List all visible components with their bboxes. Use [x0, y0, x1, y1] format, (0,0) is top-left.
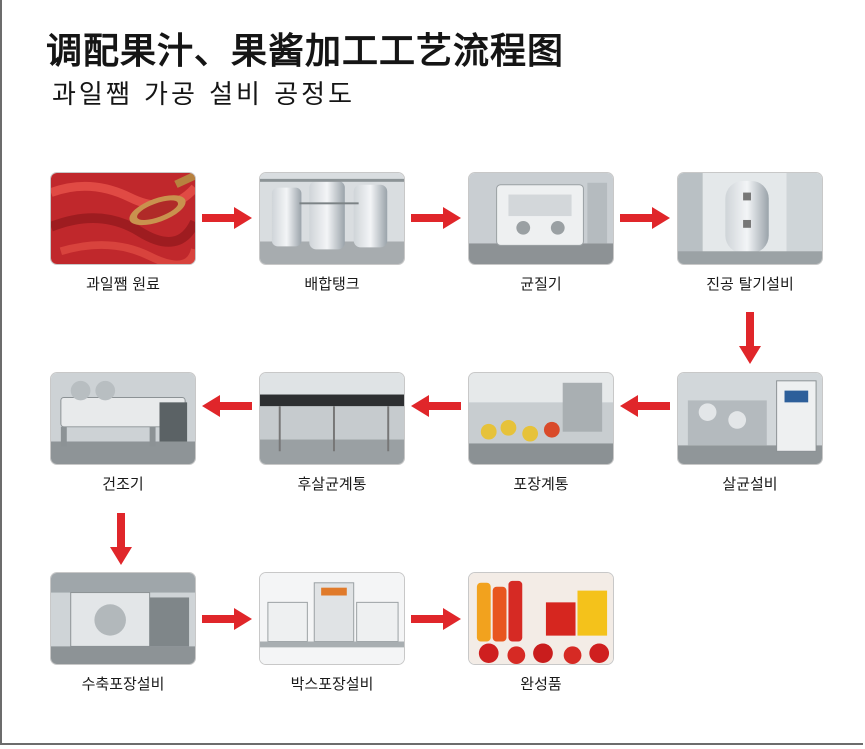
- packaging-system-photo: [468, 372, 614, 465]
- step-label: 진공 탈기설비: [706, 275, 794, 293]
- arrow-right-icon: [202, 608, 252, 630]
- arrow-down-icon: [739, 312, 761, 364]
- step-label: 과일쨈 원료: [86, 275, 160, 293]
- step-label: 건조기: [102, 475, 144, 493]
- step-jam-material: 과일쨈 원료: [50, 172, 200, 294]
- step-label: 완성품: [520, 675, 562, 693]
- arrow-left-icon: [202, 395, 252, 417]
- post-sterilization-photo: [259, 372, 405, 465]
- step-shrink-packaging: 수축포장설비: [50, 572, 200, 694]
- step-label: 배합탱크: [304, 275, 360, 293]
- step-label: 후살균계통: [297, 475, 367, 493]
- page-subtitle: 과일쨈 가공 설비 공정도: [52, 80, 355, 110]
- sterilizer-photo: [677, 372, 823, 465]
- step-post-sterilization: 후살균계통: [259, 372, 409, 494]
- vacuum-degasser-photo: [677, 172, 823, 265]
- arrow-right-icon: [620, 207, 670, 229]
- homogenizer-photo: [468, 172, 614, 265]
- step-dryer: 건조기: [50, 372, 200, 494]
- step-sterilizer: 살균설비: [677, 372, 827, 494]
- step-label: 살균설비: [722, 475, 778, 493]
- step-box-packaging: 박스포장설비: [259, 572, 409, 694]
- jam-material-photo: [50, 172, 196, 265]
- arrow-right-icon: [202, 207, 252, 229]
- step-homogenizer: 균질기: [468, 172, 618, 294]
- step-label: 균질기: [520, 275, 562, 293]
- box-packaging-photo: [259, 572, 405, 665]
- page-title: 调配果汁、果酱加工工艺流程图: [46, 31, 565, 72]
- arrow-down-icon: [110, 513, 132, 565]
- step-label: 포장계통: [513, 475, 569, 493]
- step-mixing-tank: 배합탱크: [259, 172, 409, 294]
- arrow-right-icon: [411, 207, 461, 229]
- step-packaging-system: 포장계통: [468, 372, 618, 494]
- arrow-left-icon: [411, 395, 461, 417]
- shrink-packaging-photo: [50, 572, 196, 665]
- step-label: 수축포장설비: [81, 675, 165, 693]
- step-finished-product: 완성품: [468, 572, 618, 694]
- finished-product-photo: [468, 572, 614, 665]
- step-label: 박스포장설비: [290, 675, 374, 693]
- mixing-tank-photo: [259, 172, 405, 265]
- dryer-photo: [50, 372, 196, 465]
- step-vacuum-degasser: 진공 탈기설비: [677, 172, 827, 294]
- arrow-left-icon: [620, 395, 670, 417]
- arrow-right-icon: [411, 608, 461, 630]
